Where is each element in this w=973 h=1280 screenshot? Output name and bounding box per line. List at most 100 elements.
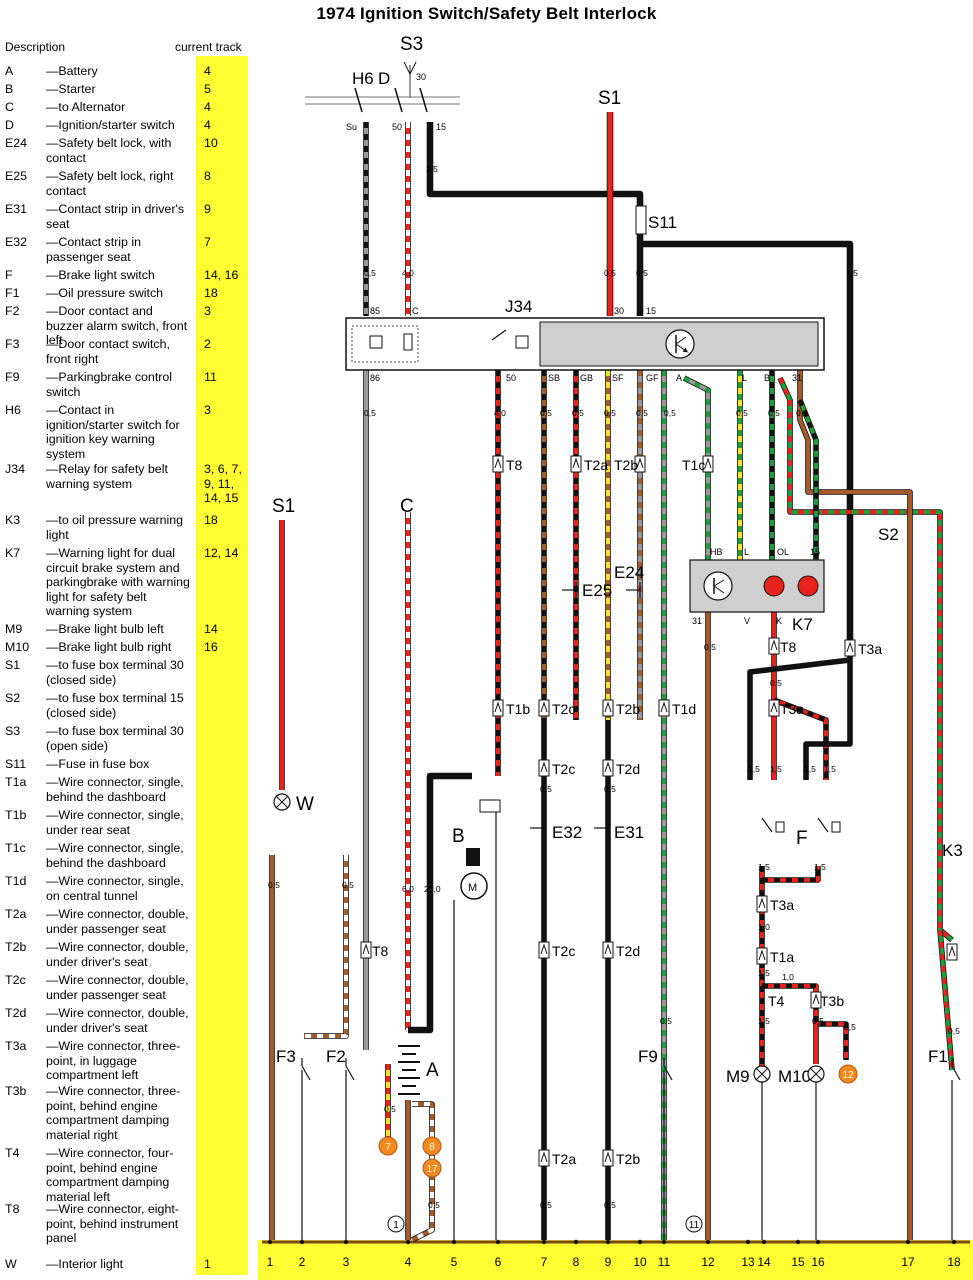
- wire-b: [304, 855, 348, 1038]
- connector-t2b: [602, 1149, 614, 1167]
- connector-label: T2b: [616, 1151, 640, 1167]
- label-b: B: [452, 826, 465, 847]
- wire-k: [804, 640, 852, 780]
- legend-description: —to fuse box terminal 30 (open side): [46, 724, 184, 753]
- wire-size-label: 0,5: [770, 678, 782, 688]
- term-jsf: SF: [612, 373, 624, 383]
- track-node: [905, 1239, 911, 1245]
- connector-label: T8: [372, 943, 389, 959]
- track-number: 13: [741, 1255, 755, 1269]
- connector-arrow: [540, 761, 548, 773]
- wire-size-label: 0,5: [428, 1200, 440, 1210]
- legend-code: F1: [5, 286, 20, 300]
- legend-code: K3: [5, 513, 21, 527]
- wire-size-label: 1,5: [770, 764, 782, 774]
- term-jc: C: [412, 306, 419, 316]
- wire-k: [427, 122, 643, 206]
- label-h6: H6: [352, 69, 374, 88]
- legend-track: 4: [204, 100, 211, 114]
- connector-arrow: [604, 761, 612, 773]
- legend-description: —Relay for safety belt warning system: [46, 462, 168, 491]
- term-j15: 15: [646, 306, 656, 316]
- connector-t1d: [658, 699, 670, 717]
- wire-size-label: 0,5: [364, 268, 376, 278]
- connector-label: T1c: [682, 457, 705, 473]
- track-node: [541, 1239, 547, 1245]
- legend-track: 1: [204, 1257, 211, 1271]
- label-w: W: [296, 794, 314, 815]
- connector-label: T8: [780, 639, 797, 655]
- legend-description: —Brake light switch: [46, 268, 155, 282]
- legend-track: 7: [204, 235, 211, 249]
- ground-marker: [685, 1215, 703, 1233]
- legend-code: T3a: [5, 1039, 27, 1053]
- reference-circle: [422, 1158, 442, 1178]
- legend-code: T3b: [5, 1084, 27, 1098]
- legend-description: —Brake light bulb left: [46, 622, 164, 636]
- legend-description: —Brake light bulb right: [46, 640, 172, 654]
- term-ign-50: 50: [392, 122, 402, 132]
- connector-t3a: [844, 639, 856, 657]
- wire-size-label: 0,5: [604, 408, 616, 418]
- wire-size-label: 0,5: [540, 1200, 552, 1210]
- wire-size-label: 1,5: [804, 764, 816, 774]
- legend-code: T1c: [5, 841, 26, 855]
- legend-description: —to fuse box terminal 30 (closed side): [46, 658, 184, 687]
- connector-t1a: [756, 947, 768, 965]
- track-node: [573, 1239, 579, 1245]
- track-number: 7: [541, 1255, 548, 1269]
- legend-code: S11: [5, 757, 27, 771]
- wire-stripe: [683, 376, 710, 560]
- connector-arrow: [758, 949, 766, 961]
- connector-arrow: [494, 457, 502, 469]
- connector-arrow: [636, 457, 644, 469]
- label-f3: F3: [276, 1047, 296, 1066]
- connector-t1c: [702, 455, 714, 473]
- wire-size-label: 1,5: [846, 268, 858, 278]
- track-number: 8: [573, 1255, 580, 1269]
- legend-track: 4: [204, 64, 211, 78]
- legend-track: 16: [204, 640, 218, 654]
- label-f1: F1: [928, 1047, 948, 1066]
- legend-track: 12, 14: [204, 546, 239, 560]
- reference-circle-label: 8: [429, 1142, 435, 1153]
- track-node: [405, 1239, 411, 1245]
- wire-size-label: 0,5: [364, 408, 376, 418]
- legend-track: 9: [204, 202, 211, 216]
- label-s3: S3: [400, 34, 423, 55]
- reference-circle: [838, 1064, 858, 1084]
- wire-size-label: 0,5: [342, 880, 354, 890]
- legend-description: —Oil pressure switch: [46, 286, 164, 300]
- wire-stripe: [411, 1102, 434, 1242]
- wire-size-label: 1,5: [758, 1016, 770, 1026]
- connector-label: T3a: [770, 897, 794, 913]
- warning-light-k7: [689, 559, 825, 613]
- term-ign-15: 15: [436, 122, 446, 132]
- track-number: 11: [658, 1255, 671, 1269]
- legend-track: 14, 16: [204, 268, 239, 282]
- track-node: [661, 1239, 667, 1245]
- legend-code: M9: [5, 622, 23, 636]
- label-t4: T4: [768, 993, 785, 1009]
- reference-circle: [422, 1136, 442, 1156]
- track-number: 15: [791, 1255, 805, 1269]
- legend-description: —Wire connector, single, under rear seat: [46, 808, 184, 837]
- connector-label: T2b: [616, 701, 640, 717]
- track-number: 3: [343, 1255, 350, 1269]
- connector-label: T3a: [780, 701, 804, 717]
- connector-t2d: [602, 759, 614, 777]
- legend-code: T1d: [5, 874, 27, 888]
- bulb-cross: [809, 1067, 823, 1081]
- term-j30: 30: [614, 306, 624, 316]
- track-node: [637, 1239, 643, 1245]
- connector-t2a: [538, 1149, 550, 1167]
- legend-code: S2: [5, 691, 21, 705]
- legend-track: 4: [204, 118, 211, 132]
- wire-size-label: 0,5: [384, 1104, 396, 1114]
- connector-label: T2c: [552, 701, 575, 717]
- wire-size-label: 1,5: [758, 968, 770, 978]
